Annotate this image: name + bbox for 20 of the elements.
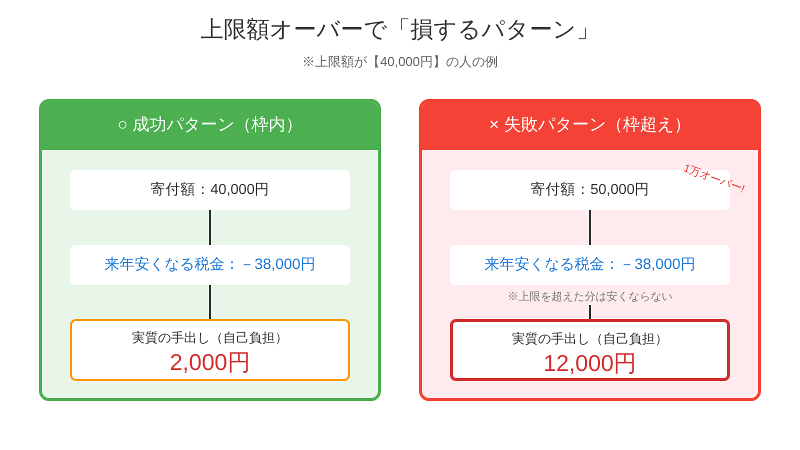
info-box: 寄付額：40,000円 xyxy=(70,170,350,210)
title: 上限額オーバーで「損するパターン」 xyxy=(200,15,600,43)
panel-card xyxy=(419,99,761,401)
connector-line xyxy=(209,285,211,319)
amount-text: 12,000円 xyxy=(542,350,638,376)
note-text: ※上限を超えた分は安くならない xyxy=(508,290,672,304)
result-box xyxy=(70,319,350,381)
info-box: 来年安くなる税金：－38,000円 xyxy=(70,245,350,285)
amount-text: 2,000円 xyxy=(168,349,252,375)
panel-card xyxy=(39,99,381,401)
caption-text: 実質の手出し（自己負担） xyxy=(131,330,289,346)
caption-text: 実質の手出し（自己負担） xyxy=(511,331,669,347)
subtitle-note: ※上限額が【40,000円】の人の例 xyxy=(302,54,498,70)
header-band: ○ 成功パターン（枠内） xyxy=(42,102,378,150)
result-box xyxy=(450,319,730,381)
connector-line xyxy=(589,210,591,245)
connector-line xyxy=(209,210,211,245)
header-band: × 失敗パターン（枠超え） xyxy=(422,102,758,150)
callout-text: 1万オーバー! xyxy=(681,161,747,197)
info-box: 来年安くなる税金：－38,000円 xyxy=(450,245,730,285)
